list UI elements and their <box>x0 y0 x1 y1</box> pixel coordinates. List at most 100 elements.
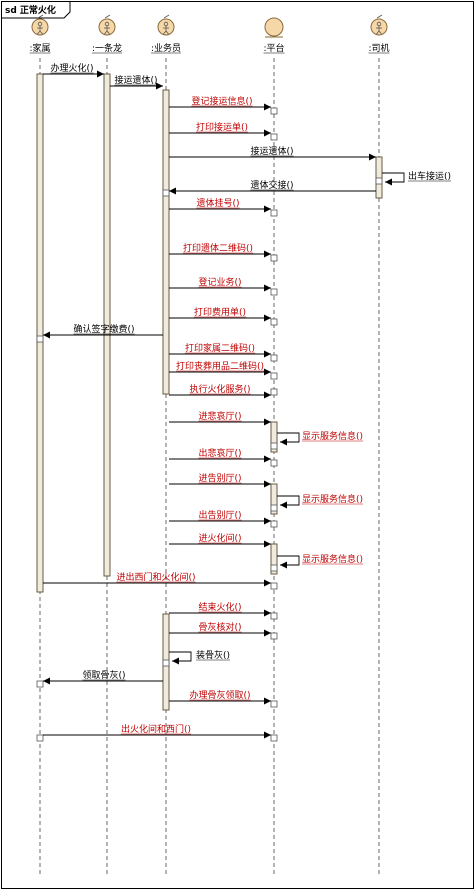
execution-box <box>270 564 278 572</box>
message-label: 打印遗体二维码() <box>183 242 253 254</box>
message-9: 打印遗体二维码() <box>169 242 271 258</box>
message-label: 出悲哀厅() <box>198 447 241 459</box>
participant-p1: :家属 <box>29 14 51 54</box>
participant-label: :司机 <box>368 42 389 54</box>
self-message-arrow <box>169 651 192 665</box>
message-label: 显示服务信息() <box>302 430 363 442</box>
execution-box <box>270 632 278 640</box>
message-15: 执行火化服务() <box>169 383 271 399</box>
execution-box <box>270 520 278 528</box>
self-message-arrow <box>277 432 300 446</box>
message-26: 骨灰核对() <box>169 621 271 637</box>
execution-box <box>270 442 278 450</box>
message-2: 接运遗体() <box>110 74 163 90</box>
execution-box <box>270 504 278 512</box>
message-label: 确认签字缴费() <box>73 323 134 335</box>
execution-box <box>270 254 278 262</box>
message-5: 接运遗体() <box>169 145 376 161</box>
message-label: 办理骨灰领取() <box>189 689 250 701</box>
participant-label: :业务员 <box>151 42 181 54</box>
participant-p4: :平台 <box>263 17 285 54</box>
message-label: 登记业务() <box>198 276 241 288</box>
execution-box <box>375 177 383 185</box>
message-1: 办理火化() <box>43 62 104 78</box>
execution-box <box>270 372 278 380</box>
activation-bar <box>162 89 170 395</box>
message-23: 显示服务信息() <box>277 553 364 569</box>
participant-p2: :一条龙 <box>91 14 123 54</box>
frame-title: sd 正常火化 <box>5 4 56 16</box>
execution-box <box>270 288 278 296</box>
message-22: 进火化间() <box>169 532 271 548</box>
message-label: 执行火化服务() <box>189 383 250 395</box>
activation-bar <box>270 483 278 515</box>
self-message-arrow <box>382 172 405 186</box>
execution-box <box>162 189 170 197</box>
message-7: 遗体交接() <box>169 179 376 195</box>
message-label: 登记接运信息() <box>191 95 252 107</box>
message-label: 打印丧葬用品二维码() <box>176 360 264 372</box>
actor-icon <box>370 14 388 36</box>
self-message-arrow <box>277 495 300 509</box>
participant-p5: :司机 <box>368 14 390 54</box>
message-14: 打印丧葬用品二维码() <box>169 360 271 376</box>
participant-label: :家属 <box>29 42 50 54</box>
execution-box <box>36 335 44 343</box>
activation-bar <box>375 156 383 199</box>
message-label: 打印费用单() <box>194 306 246 318</box>
message-label: 打印家属二维码() <box>185 342 255 354</box>
message-label: 接运遗体() <box>250 145 293 157</box>
execution-box <box>270 133 278 141</box>
message-28: 领取骨灰() <box>43 669 163 685</box>
message-label: 进悲哀厅() <box>198 410 241 422</box>
activation-bar <box>270 543 278 575</box>
message-label: 结束火化() <box>198 601 241 613</box>
message-3: 登记接运信息() <box>169 95 271 111</box>
message-label: 办理火化() <box>50 62 93 74</box>
execution-box <box>270 459 278 467</box>
execution-box <box>270 612 278 620</box>
message-label: 遗体挂号() <box>196 197 239 209</box>
execution-box <box>270 209 278 217</box>
execution-box <box>270 700 278 708</box>
message-label: 显示服务信息() <box>302 493 363 505</box>
participant-label: :平台 <box>263 42 284 54</box>
message-label: 骨灰核对() <box>198 621 241 633</box>
actor-icon <box>98 14 116 36</box>
message-6: 出车接运() <box>382 170 452 186</box>
message-label: 进告别厅() <box>198 472 241 484</box>
activation-bar <box>103 73 111 577</box>
message-25: 结束火化() <box>169 601 271 617</box>
participant-label: :一条龙 <box>92 42 122 54</box>
message-17: 显示服务信息() <box>277 430 364 446</box>
message-12: 确认签字缴费() <box>43 323 163 339</box>
message-8: 遗体挂号() <box>169 197 271 213</box>
participant-p3: :业务员 <box>150 14 182 54</box>
execution-box <box>36 734 44 742</box>
message-label: 接运遗体() <box>114 74 157 86</box>
message-4: 打印接运单() <box>169 121 271 137</box>
execution-box <box>270 582 278 590</box>
message-18: 出悲哀厅() <box>169 447 271 463</box>
message-label: 进出西门和火化间() <box>116 571 195 583</box>
message-29: 办理骨灰领取() <box>169 689 271 705</box>
message-21: 出告别厅() <box>169 509 271 525</box>
message-24: 进出西门和火化间() <box>43 571 271 587</box>
execution-box <box>270 107 278 115</box>
message-label: 装骨灰() <box>196 649 230 661</box>
execution-box <box>162 659 170 667</box>
activation-bar <box>36 73 44 593</box>
actor-icon <box>31 14 49 36</box>
execution-box <box>270 354 278 362</box>
message-label: 打印接运单() <box>196 121 248 133</box>
execution-box <box>270 388 278 396</box>
execution-box <box>270 734 278 742</box>
message-11: 打印费用单() <box>169 306 271 322</box>
message-label: 出告别厅() <box>198 509 241 521</box>
message-30: 出火化间和西门() <box>43 723 271 739</box>
actor-icon <box>157 14 175 36</box>
message-16: 进悲哀厅() <box>169 410 271 426</box>
execution-box <box>270 318 278 326</box>
message-label: 领取骨灰() <box>82 669 125 681</box>
